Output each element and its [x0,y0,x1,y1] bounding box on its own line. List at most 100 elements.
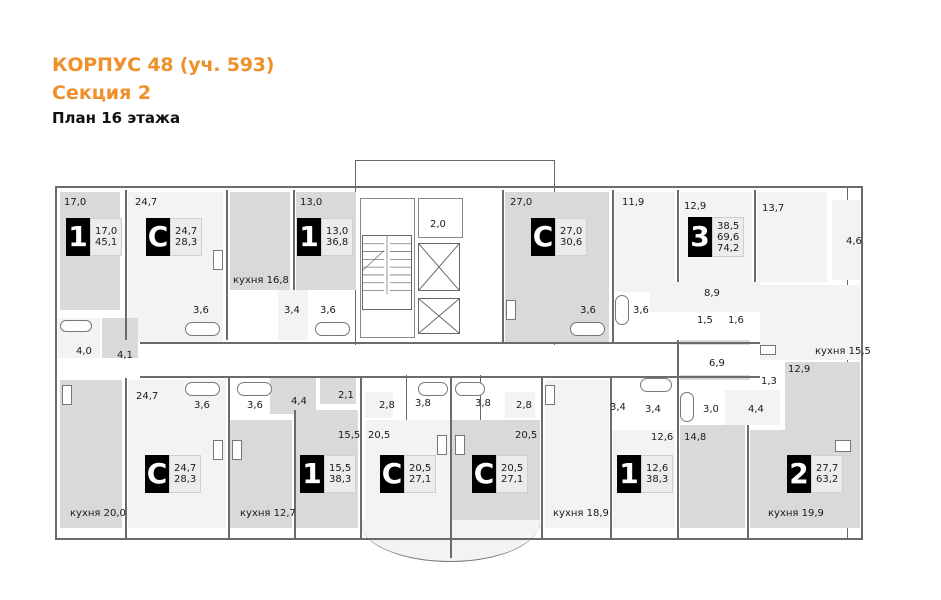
room-area-label: 4,0 [76,346,92,357]
living-area: 27,0 [560,226,583,237]
room-4-6 [832,200,860,280]
rooms-count: C [380,455,404,493]
room-2-8-b [505,392,535,418]
elevator-shaft [418,298,460,334]
room-area-label: 3,4 [610,402,626,413]
room-area-label: 4,1 [117,350,133,361]
room-area-label: 2,1 [338,390,354,401]
apartment-badge-studio[interactable]: C 24,7 28,3 [146,218,203,256]
room-area-label: 6,9 [709,358,725,369]
apartment-badge-studio[interactable]: C 20,5 27,1 [472,455,529,493]
room-area-label: 3,6 [194,400,210,411]
stove-icon [506,300,516,320]
room-area-label: кухня 12,7 [240,508,296,519]
room-area-label: 3,0 [703,404,719,415]
room-14-8 [680,425,745,528]
room-4-1 [102,318,138,358]
stove-icon [62,385,72,405]
wall [226,190,228,340]
apartment-badge-1-room[interactable]: 1 15,5 38,3 [300,455,357,493]
wall [55,186,57,540]
bathtub-icon [615,295,629,325]
bathtub-icon [640,378,672,392]
apartment-badge-1-room[interactable]: 1 17,0 45,1 [66,218,123,256]
room-area-label: 17,0 [64,197,87,208]
room-area-label: 3,6 [580,305,596,316]
room-12-9-bot [785,362,860,432]
apartment-badge-1-room[interactable]: 1 12,6 38,3 [617,455,674,493]
apartment-badge-1-room[interactable]: 1 13,0 36,8 [297,218,354,256]
room-area-label: 4,6 [846,236,862,247]
living-area: 15,5 [329,463,352,474]
wall [293,190,295,290]
area-values: 24,7 28,3 [169,455,202,493]
room-area-label: 13,7 [762,203,785,214]
room-4-4-a [270,378,316,414]
area-values: 12,6 38,3 [641,455,674,493]
room-kitchen-18-9 [545,380,609,528]
room-2-8-a [365,392,393,418]
area-values: 15,5 38,3 [324,455,357,493]
room-area-label: 4,4 [748,404,764,415]
wall [294,410,296,538]
room-24-7-top [128,192,223,342]
apartment-badge-2-room[interactable]: 2 27,7 63,2 [787,455,844,493]
room-area-label: 3,4 [284,305,300,316]
room-area-label: кухня 19,9 [768,508,824,519]
rooms-count: 2 [787,455,811,493]
living-area: 38,5 [717,220,740,232]
room-area-label: 8,9 [704,288,720,299]
room-kitchen-15-5 [760,285,860,360]
total-area: 38,3 [646,474,669,485]
room-27-0 [505,192,609,342]
area-values: 38,5 69,6 74,2 [712,217,745,257]
room-area-label: 12,9 [788,364,811,375]
wall [677,340,679,538]
bathtub-icon [185,382,220,396]
room-area-label: 3,8 [415,398,431,409]
wall [55,186,863,188]
section-title: Секция 2 [52,82,152,104]
apartment-badge-studio[interactable]: C 24,7 28,3 [145,455,202,493]
stove-icon [437,435,447,455]
wall [125,378,127,538]
total-area: 63,2 [816,474,839,485]
rooms-count: 3 [688,217,712,257]
area-values: 27,0 30,6 [555,218,588,256]
total-area: 30,6 [560,237,583,248]
room-area-label: 3,8 [475,398,491,409]
stove-icon [835,440,851,452]
total-area: 36,8 [326,237,349,248]
wall [55,538,863,540]
corridor [140,345,760,375]
room-kitchen-16-8 [230,192,290,290]
living-area: 20,5 [409,463,432,474]
room-24-7-bot [128,380,226,528]
apartment-badge-3-room[interactable]: 3 38,5 69,6 74,2 [688,217,745,257]
room-area-label: 1,3 [761,376,777,387]
room-2-1 [320,378,356,404]
wall [861,186,863,540]
total-area: 45,1 [95,237,118,248]
stove-icon [545,385,555,405]
rooms-count: C [531,218,555,256]
rooms-count: 1 [66,218,90,256]
total-area: 28,3 [175,237,198,248]
stove-icon [213,250,223,270]
total-area: 27,1 [501,474,524,485]
apartment-badge-studio[interactable]: C 20,5 27,1 [380,455,437,493]
apartment-badge-studio[interactable]: C 27,0 30,6 [531,218,588,256]
room-area-label: 20,5 [368,430,391,441]
bathtub-icon [680,392,694,422]
room-area-label: 11,9 [622,197,645,208]
living-area: 24,7 [175,226,198,237]
elevator-shaft [418,243,460,291]
room-area-label: 2,0 [430,219,446,230]
total-area-with-balcony: 74,2 [717,242,740,254]
room-area-label: 4,4 [291,396,307,407]
wall [754,190,756,282]
stove-icon [760,345,776,355]
plan-title-block: КОРПУС 48 (уч. 593) Секция 2 План 16 эта… [52,50,274,130]
room-area-label: 27,0 [510,197,533,208]
room-area-label: кухня 15,5 [815,346,871,357]
